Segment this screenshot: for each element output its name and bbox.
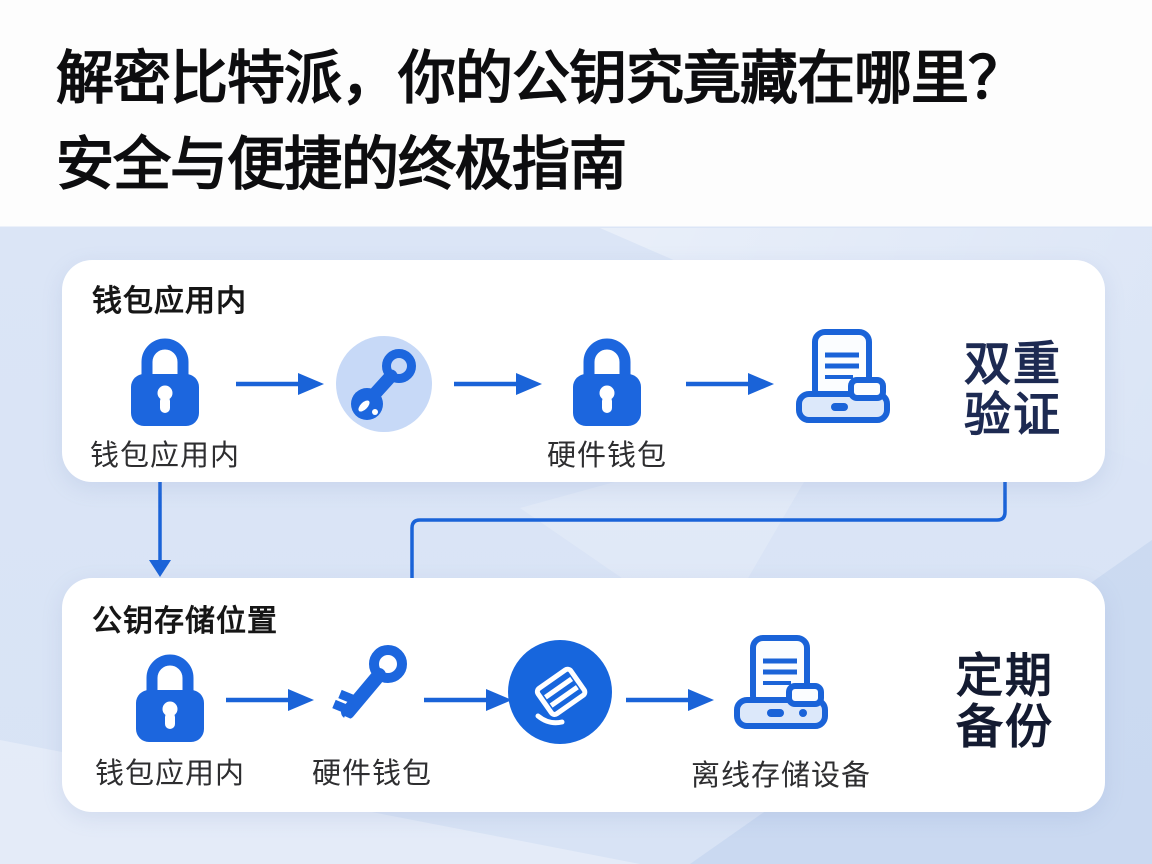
laptop-icon <box>796 329 890 423</box>
flow-node-wallet-app <box>132 650 208 751</box>
panel-top-heading: 钱包应用内 <box>92 285 247 318</box>
node-label: 钱包应用内 <box>94 758 245 790</box>
flow-node-device <box>793 328 893 437</box>
node-label: 硬件钱包 <box>546 440 667 472</box>
flow-node-offline-device <box>731 634 831 743</box>
flow-node-hardware-wallet <box>324 638 420 743</box>
panel-wallet-app: 钱包应用内 钱包应用内 <box>62 260 1105 482</box>
flow-node-wallet-app <box>127 334 203 435</box>
arrow-icon <box>454 373 542 395</box>
badge-line1: 定期 <box>956 649 1054 702</box>
flow-node-key <box>336 336 432 437</box>
key-circle-icon <box>336 336 432 432</box>
panel-bottom-heading: 公钥存储位置 <box>92 605 278 638</box>
page-title-line2: 安全与便捷的终极指南 <box>56 132 627 197</box>
arrow-icon <box>424 689 512 711</box>
node-label: 离线存储设备 <box>690 760 871 792</box>
arrow-icon <box>236 373 324 395</box>
panel-public-key-storage: 公钥存储位置 钱包应用内 硬件钱包 <box>62 578 1105 812</box>
flow-node-storage <box>508 640 612 749</box>
node-label: 硬件钱包 <box>311 758 432 790</box>
badge-two-factor: 双重 验证 <box>913 338 1113 440</box>
badge-line1: 双重 <box>964 337 1062 390</box>
lock-icon <box>136 654 204 742</box>
flow-node-hardware-wallet <box>569 334 645 435</box>
lock-icon <box>573 338 641 426</box>
lock-icon <box>131 338 199 426</box>
laptop-icon <box>734 635 828 729</box>
key-icon <box>332 645 407 724</box>
badge-line2: 验证 <box>964 388 1062 441</box>
badge-line2: 备份 <box>956 700 1054 753</box>
node-label: 钱包应用内 <box>89 440 240 472</box>
arrow-icon <box>686 373 774 395</box>
arrow-icon <box>226 689 314 711</box>
page-title: 解密比特派，你的公钥究竟藏在哪里？ 安全与便捷的终极指南 <box>56 36 1126 208</box>
stack-circle-icon <box>508 640 612 744</box>
badge-regular-backup: 定期 备份 <box>905 650 1105 752</box>
arrow-icon <box>626 689 714 711</box>
page-title-line1: 解密比特派，你的公钥究竟藏在哪里？ <box>56 46 1026 111</box>
flow-connector <box>149 482 1007 578</box>
